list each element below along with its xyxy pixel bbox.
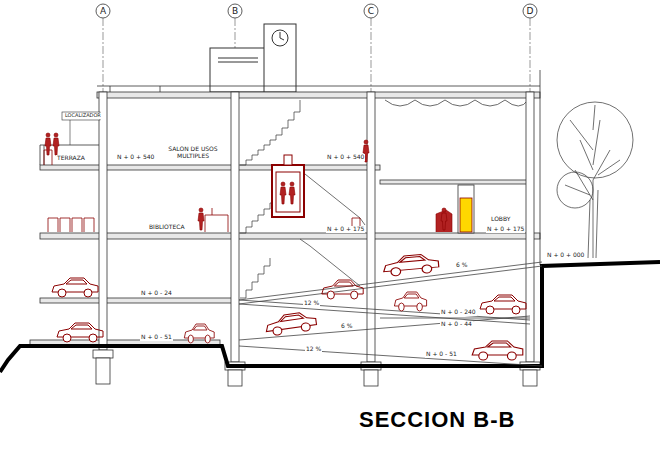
level-mark: N + 0 + 000	[546, 252, 585, 259]
axis-letter: C	[368, 6, 374, 16]
axis-bubble: D	[522, 3, 538, 19]
slope-mark: 6 %	[340, 323, 353, 330]
axis-bubble: C	[363, 3, 379, 19]
axis-letter: D	[527, 6, 534, 16]
axis-bubble: A	[95, 3, 111, 19]
level-mark: N + 0 - 51	[425, 351, 458, 358]
level-mark: N + 0 - 240	[440, 309, 477, 316]
axis-letter: B	[232, 6, 238, 16]
level-mark: N + 0 + 175	[486, 226, 525, 233]
level-mark: N + 0 + 175	[326, 226, 365, 233]
room-name: LOBBY	[490, 216, 511, 223]
level-mark: N + 0 - 44	[440, 321, 473, 328]
level-mark: N + 0 + 540	[326, 154, 365, 161]
slope-mark: 12 %	[305, 346, 322, 353]
room-name: BIBLIOTECA	[148, 224, 186, 231]
level-mark: N + 0 - 51	[140, 334, 173, 341]
level-mark: N + 0 - 24	[140, 290, 173, 297]
axis-bubble: B	[227, 3, 243, 19]
section-caption: SECCION B-B	[359, 407, 515, 433]
room-name: TERRAZA	[56, 155, 86, 162]
slope-mark: 6 %	[455, 262, 468, 269]
room-name: LOCALIZADOR	[64, 113, 102, 119]
level-mark: N + 0 + 540	[116, 154, 155, 161]
axis-letter: A	[100, 6, 106, 16]
room-name: SALON DE USOS MULTIPLES	[160, 146, 226, 159]
slope-mark: 12 %	[303, 300, 320, 307]
